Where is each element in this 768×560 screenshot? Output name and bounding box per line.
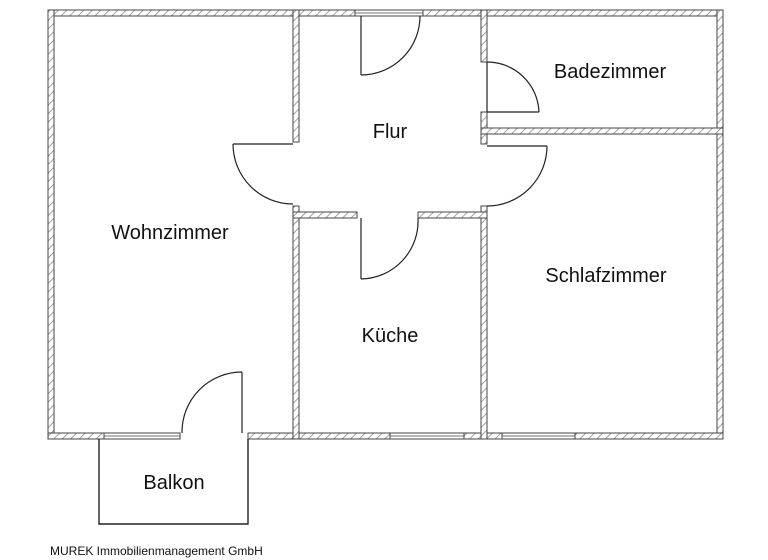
door-bad-swing bbox=[486, 61, 540, 113]
room-labels: Wohnzimmer Flur Badezimmer Küche Schlafz… bbox=[111, 61, 667, 494]
room-label-badezimmer: Badezimmer bbox=[554, 61, 667, 83]
outer-wall-right bbox=[716, 9, 724, 440]
outer-wall-top-right bbox=[422, 9, 724, 17]
room-label-wohnzimmer: Wohnzimmer bbox=[111, 222, 229, 244]
wall-flur-schlaf-lower bbox=[480, 205, 488, 440]
walls bbox=[47, 9, 724, 440]
wall-flur-bad-upper bbox=[480, 9, 488, 63]
room-label-schlafzimmer: Schlafzimmer bbox=[545, 265, 666, 287]
room-label-kueche: Küche bbox=[362, 325, 419, 347]
door-wohnzimmer-swing bbox=[232, 143, 294, 205]
door-flur-swing bbox=[360, 15, 421, 76]
company-footer: MUREK Immobilienmanagement GmbH bbox=[50, 544, 263, 558]
balkon-outline bbox=[98, 439, 249, 525]
doors bbox=[181, 15, 548, 434]
wall-wohnzimmer-flur bbox=[292, 9, 300, 143]
outer-wall-top-left bbox=[47, 9, 356, 17]
windows bbox=[103, 9, 576, 440]
door-kueche-swing bbox=[360, 217, 419, 280]
door-balkon-swing bbox=[181, 371, 243, 434]
outer-wall-bottom-4 bbox=[574, 432, 724, 440]
wall-flur-kueche-left bbox=[292, 211, 358, 219]
room-label-balkon: Balkon bbox=[143, 472, 204, 494]
wall-bad-schlaf bbox=[480, 127, 724, 135]
outer-wall-bottom-2 bbox=[247, 432, 391, 440]
wall-wohnzimmer-flur-lower bbox=[292, 205, 300, 440]
wall-flur-kueche-right bbox=[417, 211, 488, 219]
door-schlaf-swing bbox=[486, 145, 548, 207]
room-label-flur: Flur bbox=[373, 121, 408, 143]
outer-wall-bottom-1 bbox=[47, 432, 105, 440]
outer-wall-left bbox=[47, 9, 55, 440]
